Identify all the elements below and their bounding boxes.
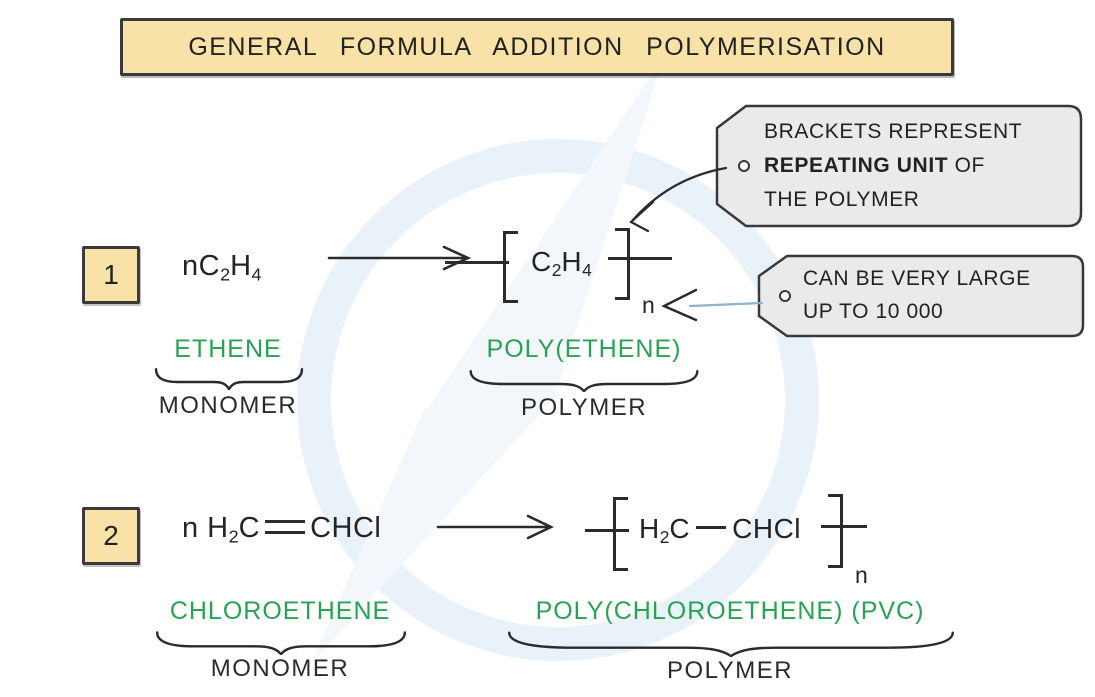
- single-bond-icon: [696, 526, 727, 530]
- polymer-name: POLY(ETHENE): [486, 335, 682, 363]
- polymer-role-label: POLYMER: [520, 394, 648, 421]
- callout-chain-length: CAN BE VERY LARGE UP TO 10 000: [757, 254, 1085, 338]
- bond-line: [608, 257, 672, 260]
- curved-leader-arrow-icon: [629, 166, 728, 233]
- bond-line: [445, 261, 509, 264]
- bracket-left: [613, 497, 628, 571]
- example-number: 2: [103, 520, 119, 551]
- callout-line: BRACKETS REPRESENT: [764, 120, 1023, 143]
- polymer-name: POLY(CHLOROETHENE) (PVC): [535, 597, 925, 625]
- polymer-structure-polyethene: C2H4 n: [445, 222, 685, 324]
- callout-line: THE POLYMER: [764, 188, 920, 211]
- example-number-box-2: 2: [82, 507, 140, 565]
- bond-line: [821, 525, 867, 528]
- chain-subscript-n: n: [855, 562, 868, 588]
- reaction-arrow-icon: [327, 245, 472, 271]
- callout-line: UP TO 10 000: [803, 300, 944, 323]
- reaction-arrow-icon: [436, 514, 555, 540]
- polymer-role-label: POLYMER: [666, 657, 794, 684]
- example-number: 1: [103, 259, 119, 290]
- monomer-formula-ethene: nC2H4: [182, 250, 262, 285]
- bracket-right: [828, 494, 843, 568]
- bracket-left: [503, 231, 518, 303]
- underbrace-icon: [466, 368, 702, 392]
- underbrace-icon: [500, 629, 962, 657]
- monomer-name: CHLOROETHENE: [169, 597, 391, 625]
- leader-arrow-icon: [661, 288, 764, 322]
- tag-hole-icon: [738, 160, 750, 172]
- monomer-role-label: MONOMER: [210, 655, 350, 682]
- tag-shape: [757, 254, 1085, 338]
- chain-subscript-n: n: [642, 292, 655, 318]
- callout-repeating-unit-text: BRACKETS REPRESENT REPEATING UNIT OF THE…: [764, 115, 1022, 217]
- callout-line: CAN BE VERY LARGE: [803, 267, 1031, 290]
- title-banner: GENERAL FORMULA ADDITION POLYMERISATION: [120, 18, 954, 76]
- monomer-role-label: MONOMER: [158, 392, 298, 419]
- callout-line: REPEATING UNIT OF: [764, 154, 985, 177]
- repeat-unit-formula: C2H4: [531, 246, 592, 281]
- example-number-box-1: 1: [82, 246, 140, 304]
- bracket-right: [615, 228, 630, 300]
- underbrace-icon: [153, 366, 305, 390]
- tag-shape: [715, 104, 1083, 228]
- double-bond-icon: [265, 519, 306, 534]
- tag-hole-icon: [779, 290, 791, 302]
- bond-line: [585, 529, 629, 532]
- underbrace-icon: [152, 629, 410, 655]
- callout-chain-length-text: CAN BE VERY LARGE UP TO 10 000: [803, 262, 1031, 328]
- callout-repeating-unit: BRACKETS REPRESENT REPEATING UNIT OF THE…: [714, 104, 1084, 228]
- page-title: GENERAL FORMULA ADDITION POLYMERISATION: [188, 32, 886, 61]
- monomer-name: ETHENE: [174, 335, 282, 363]
